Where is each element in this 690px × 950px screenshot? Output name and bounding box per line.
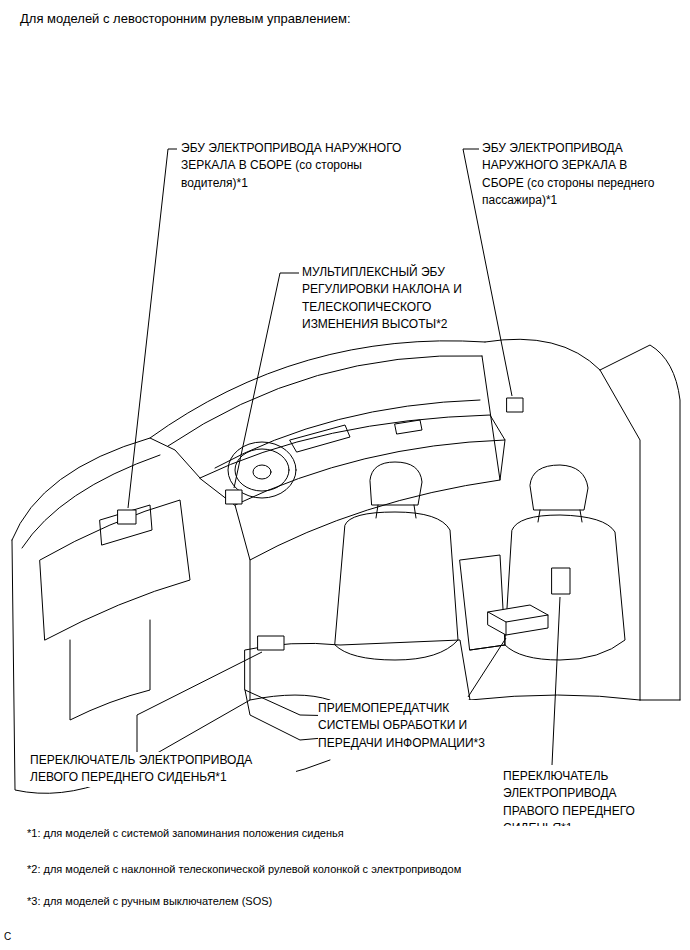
part-label: МУЛЬТИПЛЕКСНЫЙ ЭБУ РЕГУЛИРОВКИ НАКЛОНА И…	[302, 264, 474, 334]
part-label: ПРИЕМОПЕРЕДАТЧИК СИСТЕМЫ ОБРАБОТКИ И ПЕР…	[318, 700, 514, 752]
footnote: *1: для моделей с системой запоминания п…	[27, 826, 667, 842]
page-title: Для моделей с левосторонним рулевым упра…	[20, 10, 351, 29]
part-label: ЭБУ ЭЛЕКТРОПРИВОДА НАРУЖНОГО ЗЕРКАЛА В С…	[482, 140, 664, 210]
footnote: *3: для моделей с ручным выключателем (S…	[27, 894, 667, 910]
part-label: ПЕРЕКЛЮЧАТЕЛЬ ЭЛЕКТРОПРИВОДА ЛЕВОГО ПЕРЕ…	[30, 752, 296, 787]
page-code: C	[4, 930, 24, 945]
part-label: ЭБУ ЭЛЕКТРОПРИВОДА НАРУЖНОГО ЗЕРКАЛА В С…	[181, 140, 403, 192]
footnote: *2: для моделей с наклонной телескопичес…	[27, 862, 667, 878]
leader-lines	[128, 149, 560, 765]
